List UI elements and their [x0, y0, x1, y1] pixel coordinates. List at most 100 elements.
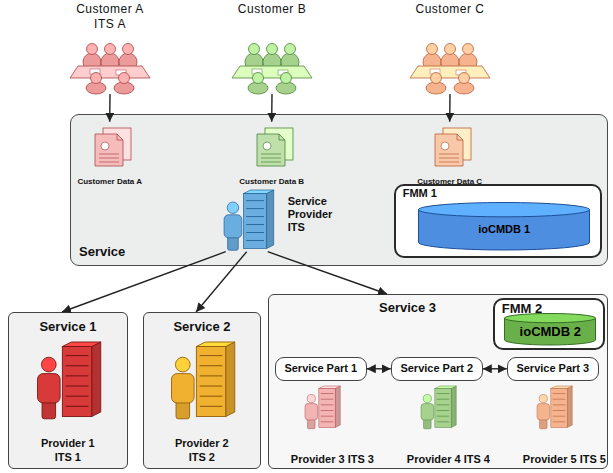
server-slot: [321, 415, 334, 416]
connector-arrow: [271, 94, 273, 122]
person-head: [119, 73, 130, 84]
provider-system: Service Provider ITS: [212, 190, 352, 252]
box-heading: Customer A ITS A: [72, 2, 148, 32]
box-label: Service Part 1: [284, 362, 357, 375]
person-head: [445, 44, 456, 55]
box-label: Customer Data C: [417, 177, 482, 187]
customer-group: Customer B: [224, 2, 320, 94]
person-head: [249, 44, 260, 55]
document-sheet: [257, 134, 285, 166]
server-slot: [246, 216, 264, 217]
fmm-box: ioCMDB 2FMM 2: [493, 298, 605, 350]
document-fold: [117, 134, 123, 140]
customer-group: Customer C: [402, 2, 498, 94]
service-part-box: Service Part 1: [275, 357, 367, 381]
provider-system: Provider 1 ITS 1: [33, 342, 103, 464]
server-front: [551, 388, 567, 427]
cylinder-top: [419, 203, 590, 217]
server-front: [196, 346, 225, 416]
server-group: [171, 342, 234, 419]
person-head: [539, 394, 547, 402]
document-line: [99, 161, 119, 162]
document-figure: [441, 142, 449, 150]
data-document: Customer Data C: [413, 122, 487, 188]
person-head: [427, 44, 438, 55]
server-group: [537, 386, 572, 429]
server-slot: [321, 393, 334, 394]
service-part-box: Service Part 2: [391, 357, 483, 381]
server-slot: [553, 415, 566, 416]
provider-system: Provider 4 ITS 4: [403, 386, 473, 466]
data-document: Customer Data B: [235, 122, 309, 188]
server-side: [567, 386, 572, 427]
server-slot: [553, 404, 566, 405]
document-line: [99, 157, 119, 158]
document-sheet: [95, 134, 123, 166]
table-top: [70, 66, 150, 78]
person-body: [305, 403, 318, 419]
server-slot: [246, 232, 264, 233]
server-top: [551, 386, 572, 389]
customer-group: Customer A ITS A: [62, 2, 158, 94]
box-label: Provider 5 ITS 5: [523, 453, 585, 466]
box-heading: Service 3: [379, 300, 607, 316]
server-slot: [246, 240, 264, 241]
provider-system: Provider 3 ITS 3: [287, 386, 357, 466]
connector-arrow: [483, 368, 507, 369]
server-icon: [287, 386, 357, 430]
people-group: [410, 44, 490, 95]
person-body: [37, 373, 60, 402]
box-label: Provider 3 ITS 3: [291, 453, 353, 466]
person-head: [227, 202, 239, 214]
box-heading: Service: [79, 244, 607, 260]
table-top: [410, 66, 490, 78]
document-group: [257, 128, 293, 166]
document-line: [439, 161, 459, 162]
service-box: ioCMDB 2FMM 2 Service Part 1 Service Part …: [268, 294, 608, 469]
person-head: [459, 73, 470, 84]
connector-arrow: [449, 94, 451, 122]
server-side: [266, 190, 273, 248]
server-slot: [437, 404, 450, 405]
server-side: [451, 386, 456, 427]
people-icon: [402, 40, 498, 96]
table-top: [232, 66, 312, 78]
server-front: [319, 388, 335, 427]
person-head: [267, 44, 278, 55]
people-icon: [62, 40, 158, 96]
connector-arrow: [367, 368, 391, 369]
server-slot: [66, 385, 89, 386]
service-panel: Customer Data ACustomer Data BCustomer D…: [70, 114, 608, 266]
document-line: [99, 153, 119, 154]
server-slot: [321, 398, 334, 399]
document-line: [261, 161, 281, 162]
person-head: [307, 394, 315, 402]
person-head: [105, 44, 116, 55]
connector-arrow: [109, 94, 111, 122]
server-slot: [66, 365, 89, 366]
server-side: [92, 342, 101, 417]
box-label: Customer Data B: [239, 177, 304, 187]
server-top: [243, 190, 273, 194]
box-label: Provider 1 ITS 1: [37, 437, 99, 463]
server-slot: [437, 410, 450, 411]
server-top: [319, 386, 340, 389]
provider-system: Provider 5 ITS 5: [519, 386, 589, 466]
database-cylinder: ioCMDB 2: [504, 313, 596, 345]
server-icon: [519, 386, 589, 430]
server-slot: [200, 375, 223, 376]
document-line: [261, 157, 281, 158]
box-label: Service Provider ITS: [288, 195, 350, 235]
connector-arrow: [62, 252, 226, 312]
database-cylinder: ioCMDB 1: [418, 202, 590, 250]
server-slot: [437, 421, 450, 422]
box-heading: FMM 2: [502, 301, 596, 317]
server-slot: [66, 355, 89, 356]
server-slot: [200, 355, 223, 356]
document-figure: [263, 142, 271, 150]
person-head: [285, 44, 296, 55]
server-group: [224, 190, 274, 250]
person-head: [253, 73, 264, 84]
